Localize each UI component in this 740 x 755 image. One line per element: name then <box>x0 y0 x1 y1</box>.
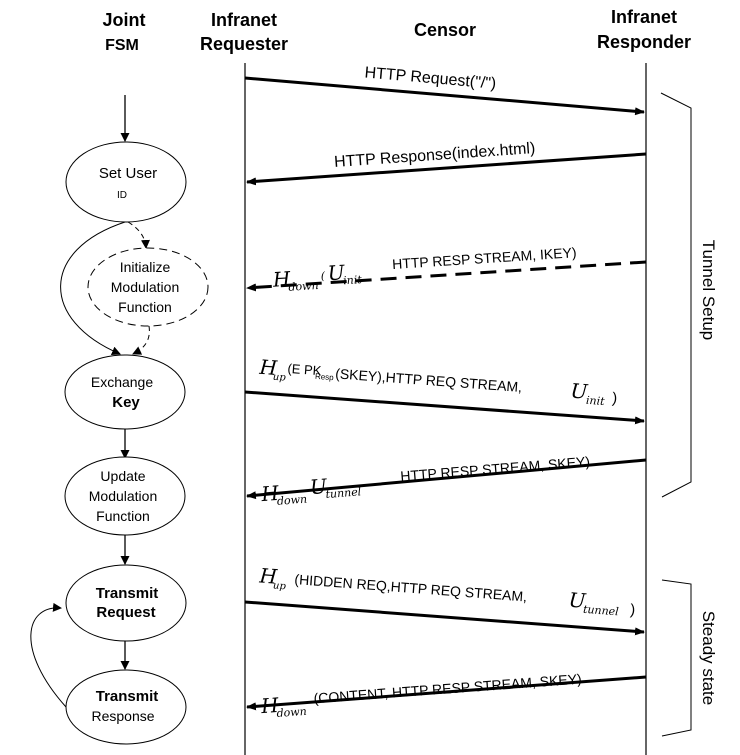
math-u: U <box>570 379 590 404</box>
fsm-node-set-user-id: Set User ID <box>65 141 187 223</box>
arrow-up <box>244 76 645 116</box>
message-down-tunnel: H down U tunnel HTTP RESP STREAM, SKEY) <box>246 453 647 508</box>
node-ellipse-dashed <box>87 247 209 327</box>
message-text-e: (E PK <box>287 361 322 378</box>
arrow-down <box>246 675 647 711</box>
fsm-arrow-to-init <box>127 221 150 249</box>
fsm-node-update-modulation: Update Modulation Function <box>64 456 186 536</box>
node-label-line1: Transmit <box>96 688 159 705</box>
message-http-request: HTTP Request("/") <box>244 64 645 116</box>
phase-label: Steady state <box>699 611 718 706</box>
math-u-sub: init <box>586 394 606 408</box>
phase-label: Tunnel Setup <box>699 240 718 341</box>
arrow-down-dashed <box>246 260 647 292</box>
message-http-response: HTTP Response(index.html) <box>246 140 647 186</box>
math-h: H <box>259 481 280 506</box>
header-requester-line1: Infranet <box>211 10 277 30</box>
math-h: H <box>258 355 279 380</box>
node-label-line2: Response <box>91 708 154 724</box>
fsm-node-exchange-key: Exchange Key <box>64 354 186 430</box>
node-ellipse <box>65 141 187 223</box>
message-label: (SKEY),HTTP REQ STREAM, <box>335 365 523 395</box>
fsm-arrow-init-to-exchange <box>132 325 150 355</box>
math-h-sub: up <box>273 580 287 592</box>
fsm-loop-arrow <box>30 602 67 708</box>
header-fsm-line2: FSM <box>105 37 139 54</box>
node-label-line3: Function <box>118 299 172 315</box>
message-down-init: H down ( U init HTTP RESP STREAM, IKEY) <box>246 244 647 294</box>
math-u: U <box>309 474 329 499</box>
header-requester-line2: Requester <box>200 34 288 54</box>
math-h: H <box>271 267 292 292</box>
math-u-sub: tunnel <box>583 603 620 619</box>
node-label-line2: Key <box>112 394 140 411</box>
message-label: (CONTENT, HTTP RESP STREAM, SKEY) <box>313 671 582 707</box>
math-u: U <box>327 260 347 285</box>
message-down-content: H down (CONTENT, HTTP RESP STREAM, SKEY) <box>246 671 647 720</box>
node-ellipse <box>65 564 187 642</box>
header-responder-line1: Infranet <box>611 7 677 27</box>
header-fsm-line1: Joint <box>103 10 146 30</box>
message-tail: ) <box>630 601 636 618</box>
header-responder-line2: Responder <box>597 32 691 52</box>
node-label-line2: Modulation <box>111 279 180 295</box>
math-h-sub: down <box>276 493 307 508</box>
node-label-line2: Request <box>96 604 155 621</box>
node-label-line1: Transmit <box>96 585 159 602</box>
fsm-node-transmit-request: Transmit Request <box>65 564 187 642</box>
arrow-down <box>246 152 647 186</box>
math-h: H <box>258 563 279 588</box>
message-up-hidden-req: H up (HIDDEN REQ,HTTP REQ STREAM, U tunn… <box>244 563 645 636</box>
node-label-line2: ID <box>117 190 127 201</box>
paren: ( <box>320 269 326 282</box>
math-u-sub: init <box>343 273 363 287</box>
message-tail: ) <box>612 390 618 407</box>
node-ellipse <box>65 669 187 745</box>
bracket <box>661 579 692 737</box>
math-u-sub: tunnel <box>325 485 362 501</box>
arrow-up <box>244 390 645 425</box>
message-label: HTTP RESP STREAM, SKEY) <box>400 453 591 484</box>
phase-bracket-tunnel-setup: Tunnel Setup <box>660 92 718 498</box>
node-label-line2: Modulation <box>89 488 158 504</box>
node-label-line1: Update <box>100 468 145 484</box>
node-ellipse <box>64 354 186 430</box>
node-label-line1: Set User <box>99 165 157 182</box>
message-label: HTTP Response(index.html) <box>334 140 536 171</box>
node-label-line1: Exchange <box>91 374 153 390</box>
math-h-sub: down <box>276 705 307 720</box>
fsm-node-init-modulation: Initialize Modulation Function <box>87 247 209 327</box>
math-h: H <box>259 693 280 718</box>
math-h-sub: down <box>288 279 319 294</box>
phase-bracket-steady-state: Steady state <box>661 579 718 737</box>
message-up-exchange-key: H up (E PK Resp (SKEY),HTTP REQ STREAM, … <box>244 355 645 425</box>
fsm-node-transmit-response: Transmit Response <box>65 669 187 745</box>
math-u: U <box>568 588 588 613</box>
message-label: HTTP RESP STREAM, IKEY) <box>392 244 577 272</box>
arrow-up <box>244 600 645 636</box>
arrow-down <box>246 458 647 500</box>
fsm-arrow-bypass <box>60 221 126 356</box>
header-censor: Censor <box>414 20 476 40</box>
message-label: (HIDDEN REQ,HTTP REQ STREAM, <box>294 571 528 604</box>
message-sub-resp: Resp <box>315 372 335 382</box>
math-h-sub: up <box>272 372 286 384</box>
bracket <box>660 92 692 498</box>
node-label-line1: Initialize <box>120 259 171 275</box>
node-label-line3: Function <box>96 508 150 524</box>
